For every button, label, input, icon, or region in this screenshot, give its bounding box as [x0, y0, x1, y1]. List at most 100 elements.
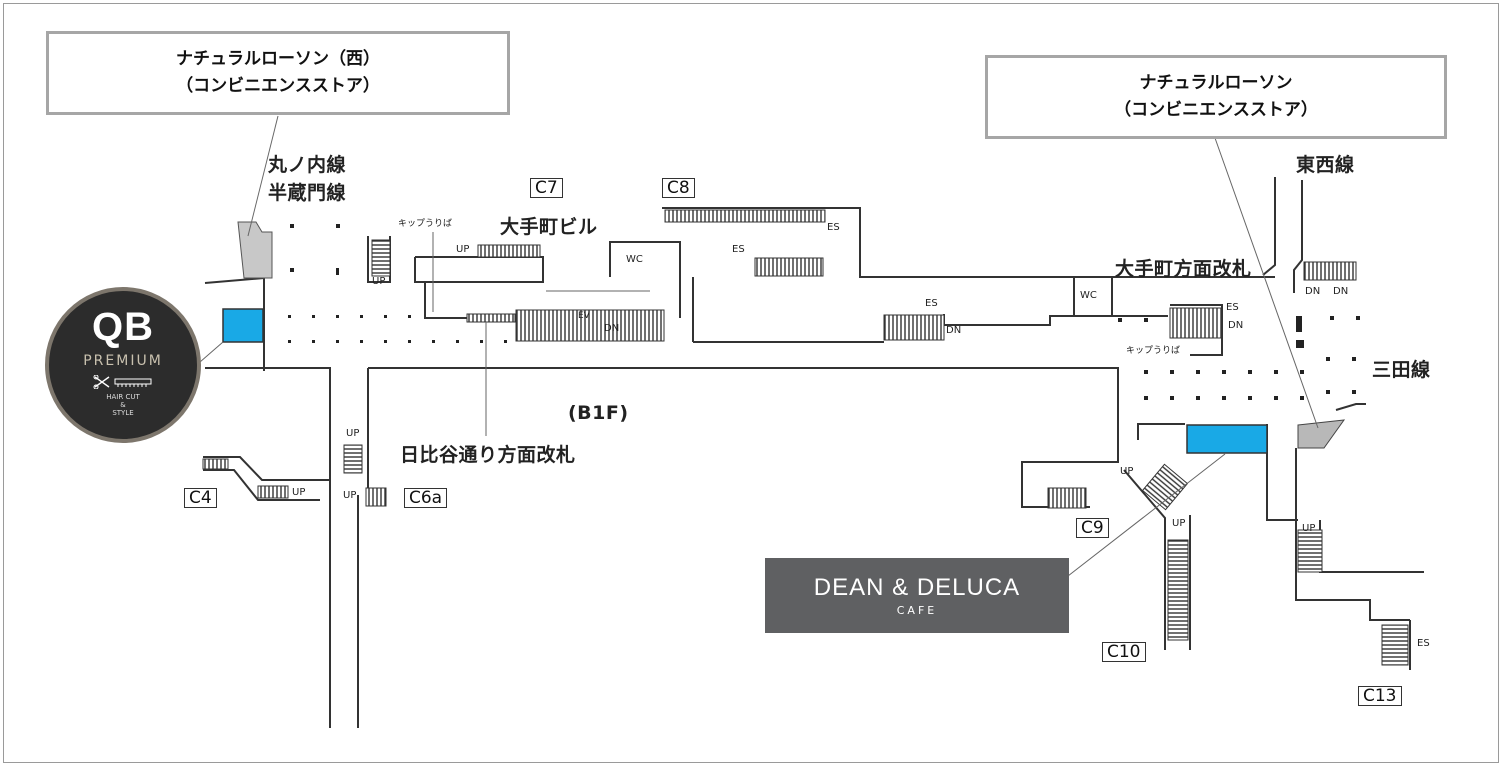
qb-premium-logo: QB PREMIUM HAIR CUT & STYLE — [45, 287, 201, 443]
leader-lines — [199, 115, 1319, 577]
wall — [1262, 177, 1276, 276]
qb-tagline: HAIR CUT & STYLE — [49, 393, 197, 417]
wall — [1319, 520, 1424, 573]
dean-deluca-name: DEAN & DELUCA — [813, 574, 1021, 601]
tozai-line-label: 東西線 — [1296, 154, 1355, 176]
hanzomon-line-label: 半蔵門線 — [268, 182, 347, 204]
wc-label: WC — [626, 254, 643, 265]
wall — [1266, 424, 1298, 521]
ticket-office-label: キップうりば — [1126, 346, 1181, 356]
qb-premium-text: PREMIUM — [83, 353, 163, 369]
scissors-comb-icon — [93, 375, 152, 389]
up-label: UP — [1302, 523, 1316, 534]
wc-label: WC — [1080, 290, 1097, 301]
escalator-ev — [515, 309, 665, 342]
dn-label: DN — [946, 325, 962, 336]
dean-deluca-shop — [1186, 424, 1268, 454]
stair-c7 — [477, 244, 541, 258]
ticket-office-label: キップうりば — [398, 219, 453, 229]
wall — [943, 314, 1168, 326]
wall — [1295, 448, 1410, 621]
stair-c13-up — [1297, 529, 1323, 573]
stair — [466, 313, 516, 323]
dn-label: DN — [1333, 286, 1349, 297]
wall — [1137, 423, 1185, 440]
es-label: ES — [732, 244, 745, 255]
wall — [368, 367, 1119, 508]
map-frame — [3, 3, 1499, 763]
up-label: UP — [1172, 518, 1186, 529]
exit-c7: C7 — [530, 178, 563, 198]
wall — [1335, 403, 1366, 411]
otemachi-gate-label: 大手町方面改札 — [1115, 258, 1252, 280]
escalator-east — [1169, 307, 1223, 339]
wall — [1293, 180, 1303, 293]
otemachi-building-label: 大手町ビル — [500, 216, 598, 238]
up-label: UP — [343, 490, 357, 501]
dn-label: DN — [1228, 320, 1244, 331]
up-label: UP — [346, 428, 360, 439]
qb-tagline-line: STYLE — [112, 409, 134, 417]
wall — [414, 256, 544, 283]
es-label: ES — [827, 222, 840, 233]
callout-line: ナチュラルローソン（西） — [176, 49, 380, 69]
callout-line: （コンビニエンスストア） — [176, 76, 380, 96]
up-label: UP — [456, 244, 470, 255]
wall — [1073, 277, 1113, 317]
exit-c6a: C6a — [404, 488, 448, 508]
stair-tozai — [1303, 261, 1357, 281]
stair — [371, 239, 391, 277]
callout-line: ナチュラルローソン — [1139, 73, 1293, 93]
es-label: ES — [925, 298, 938, 309]
wall — [662, 207, 1275, 278]
exit-c9: C9 — [1076, 518, 1109, 538]
hibiya-gate-label: 日比谷通り方面改札 — [400, 444, 576, 466]
pillars — [288, 224, 1360, 400]
qb-tagline-line: HAIR CUT — [106, 393, 140, 401]
up-label: UP — [372, 276, 386, 287]
exit-c13: C13 — [1358, 686, 1402, 706]
dean-deluca-logo: DEAN & DELUCA CAFE — [765, 558, 1069, 633]
exit-c10: C10 — [1102, 642, 1146, 662]
qb-logo-text: QB — [92, 305, 154, 349]
qb-premium-shop — [222, 308, 264, 343]
qb-tagline-line: & — [120, 401, 126, 409]
mita-line-label: 三田線 — [1372, 359, 1431, 381]
stair-c9-up — [1141, 463, 1189, 511]
exit-c4: C4 — [184, 488, 217, 508]
stair-c8-es — [754, 257, 824, 277]
wall — [203, 469, 320, 501]
callout-line: （コンビニエンスストア） — [1114, 100, 1318, 120]
lawson-west-store — [237, 221, 273, 279]
wall — [203, 456, 330, 481]
dn-label: DN — [604, 323, 620, 334]
dn-label: DN — [1305, 286, 1321, 297]
lawson-east-callout: ナチュラルローソン （コンビニエンスストア） — [985, 55, 1447, 139]
es-label: ES — [1226, 302, 1239, 313]
stairs — [202, 209, 1409, 666]
stair-c9 — [1047, 487, 1087, 509]
stair-c4 — [202, 458, 229, 470]
stair-c4-up — [257, 485, 289, 499]
exit-c8: C8 — [662, 178, 695, 198]
wall — [1123, 469, 1191, 650]
floor-label: (B1F) — [568, 402, 629, 424]
wall — [424, 282, 516, 319]
wall — [609, 241, 681, 318]
stair-c6a-up — [343, 444, 363, 474]
stair-c10 — [1167, 539, 1189, 641]
up-label: UP — [292, 487, 306, 498]
up-label: UP — [1120, 466, 1134, 477]
es-label: ES — [1417, 638, 1430, 649]
wall — [205, 367, 331, 728]
marunouchi-line-label: 丸ノ内線 — [268, 154, 347, 176]
stair-c13 — [1381, 624, 1409, 666]
ev-label: EV — [578, 311, 590, 321]
lawson-east-store — [1297, 419, 1346, 449]
stair-c8 — [664, 209, 826, 223]
stair-c6a — [365, 487, 387, 507]
stores — [222, 221, 1346, 454]
escalator-es-dn — [883, 314, 945, 341]
lawson-west-callout: ナチュラルローソン（西） （コンビニエンスストア） — [46, 31, 510, 115]
